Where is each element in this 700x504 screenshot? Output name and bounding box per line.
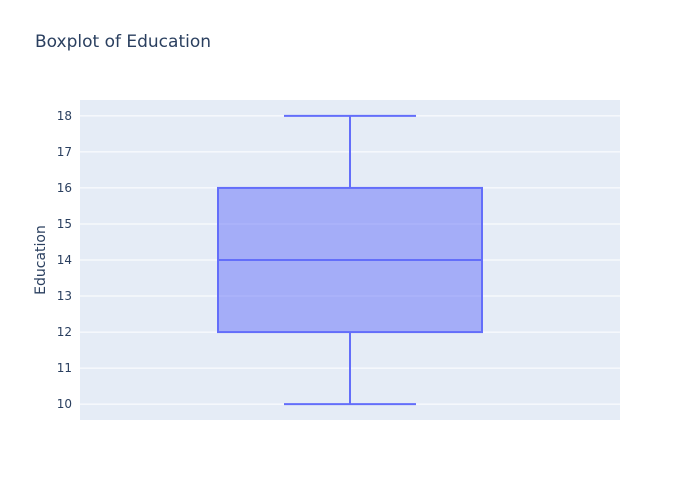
y-tick-label: 18 — [57, 109, 72, 123]
y-tick-label: 17 — [57, 145, 72, 159]
y-tick-label: 14 — [57, 253, 72, 267]
y-tick-label: 13 — [57, 289, 72, 303]
y-tick-label: 16 — [57, 181, 72, 195]
chart-title: Boxplot of Education — [35, 32, 212, 52]
y-tick-labels: 10 11 12 13 14 15 16 17 18 — [57, 109, 72, 411]
y-tick-label: 10 — [57, 397, 72, 411]
y-tick-label: 12 — [57, 325, 72, 339]
y-axis-label: Education — [33, 225, 49, 295]
y-tick-label: 15 — [57, 217, 72, 231]
y-tick-label: 11 — [57, 361, 72, 375]
box-group — [217, 114, 483, 406]
